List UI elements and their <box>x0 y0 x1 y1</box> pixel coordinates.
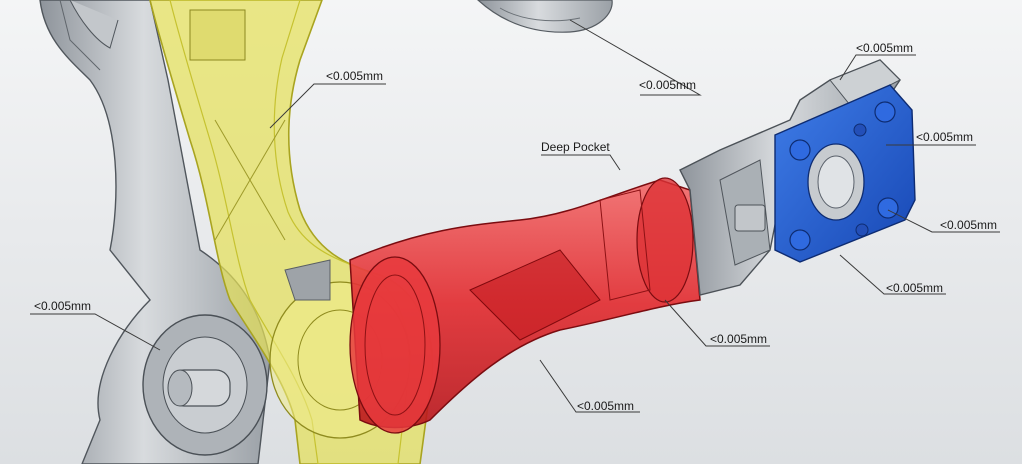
callout-base: <0.005mm <box>34 299 91 313</box>
leader-line-deep-pocket <box>541 154 621 171</box>
leader-line-upper-arm <box>269 83 386 129</box>
leader-line-flange-bottom <box>839 254 946 295</box>
callout-upper-arm: <0.005mm <box>326 69 383 83</box>
forearm <box>349 177 701 434</box>
callouts: <0.005mm <0.005mm <0.005mm <0.005mm Deep… <box>34 41 997 413</box>
leader-line-wrist-top <box>839 54 916 81</box>
leader-line-top-motor <box>569 19 702 96</box>
callout-forearm-bottom: <0.005mm <box>577 399 634 413</box>
leader-line-forearm-bottom <box>539 359 640 413</box>
tool-flange-plate <box>774 84 916 263</box>
leader-line-forearm-right <box>664 299 770 347</box>
base-casting <box>39 0 271 464</box>
leader-line-flange-bottom-right <box>887 209 1000 233</box>
callout-top-motor: <0.005mm <box>639 78 696 92</box>
callout-flange-right: <0.005mm <box>916 130 973 144</box>
leader-line-base <box>30 313 161 351</box>
callout-deep-pocket: Deep Pocket <box>541 140 610 154</box>
forearm-flange-ring <box>349 256 441 434</box>
callout-wrist-top: <0.005mm <box>856 41 913 55</box>
callout-flange-bottom: <0.005mm <box>886 281 943 295</box>
leader-lines <box>30 19 1000 413</box>
callout-forearm-right: <0.005mm <box>710 332 767 346</box>
callout-flange-bottom-right: <0.005mm <box>940 218 997 232</box>
top-motor-housing <box>477 0 613 33</box>
